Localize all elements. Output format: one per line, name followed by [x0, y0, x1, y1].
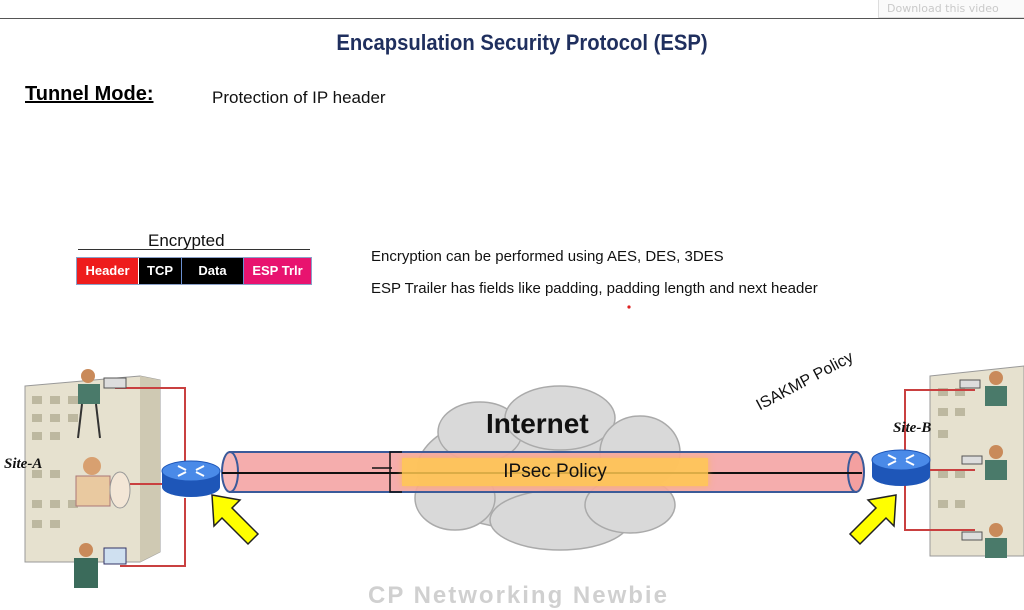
ipsec-policy-highlight	[402, 458, 708, 486]
download-video-button[interactable]: Download this video	[878, 0, 1024, 18]
packet-cell-data: Data	[181, 258, 243, 284]
internet-cloud	[414, 385, 681, 551]
user-icon-site-a-middle	[75, 457, 131, 509]
arrow-site-a-icon	[211, 494, 260, 546]
site-a-links	[115, 387, 186, 567]
user-icon-site-a-top	[77, 369, 127, 439]
network-diagram	[24, 305, 1024, 588]
ipsec-policy-label: IPsec Policy	[503, 461, 607, 482]
site-a-label: Site-A	[4, 456, 43, 472]
internet-label: Internet	[486, 408, 589, 439]
slide-title: Encapsulation Security Protocol (ESP)	[336, 30, 708, 55]
mode-description: Protection of IP header	[212, 88, 386, 107]
site-b-label: Site-B	[893, 420, 932, 436]
user-icon-site-a-bottom	[74, 543, 127, 588]
pointer-dot	[627, 305, 631, 309]
mode-label: Tunnel Mode:	[25, 83, 154, 105]
note-esp-trailer: ESP Trailer has fields like padding, pad…	[371, 280, 818, 297]
user-icon-site-b-bottom	[961, 523, 1007, 558]
top-divider	[0, 18, 1024, 19]
site-b-links	[904, 389, 975, 531]
encrypted-bracket-line	[78, 249, 310, 250]
packet-cell-esp-trailer: ESP Trlr	[243, 258, 311, 284]
router-site-b-icon	[871, 449, 931, 486]
user-icon-site-b-top	[959, 371, 1007, 406]
note-encryption: Encryption can be performed using AES, D…	[371, 248, 724, 265]
arrow-site-b-icon	[848, 494, 897, 546]
encrypted-label: Encrypted	[148, 231, 225, 250]
esp-packet: Header TCP Data ESP Trlr	[76, 257, 312, 285]
packet-cell-tcp: TCP	[138, 258, 181, 284]
user-icon-site-b-middle	[961, 445, 1007, 480]
packet-cell-header: Header	[77, 258, 138, 284]
watermark: CP Networking Newbie	[368, 582, 669, 609]
router-site-a-icon	[161, 460, 221, 497]
